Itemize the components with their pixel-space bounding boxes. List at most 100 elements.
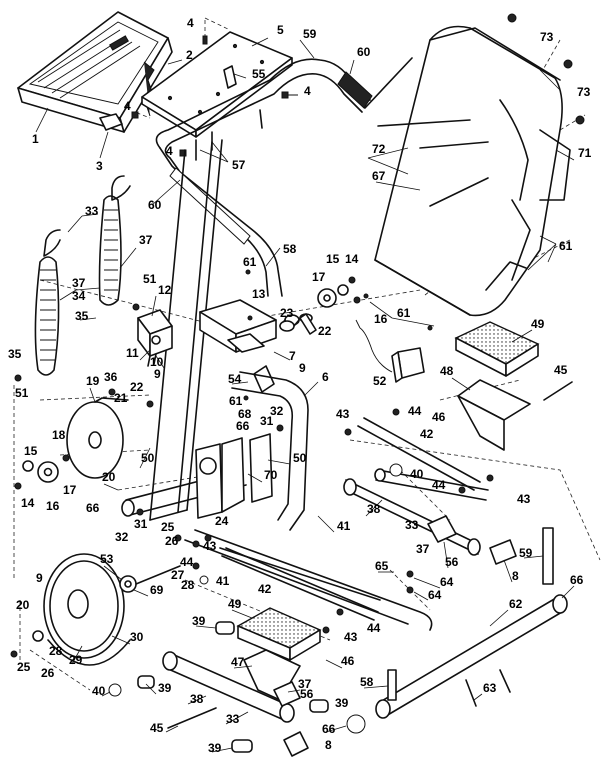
rear-stabilizer	[375, 594, 568, 719]
part-callout: 16	[46, 499, 60, 513]
part-callout: 44	[180, 555, 194, 569]
part-callout: 68	[238, 407, 252, 421]
part-callout: 39	[335, 696, 349, 710]
part-callout: 25	[161, 520, 175, 534]
part-callout: 61	[243, 255, 257, 269]
part-callout: 62	[509, 597, 523, 611]
hardware-top	[99, 35, 298, 157]
part-callout: 69	[150, 583, 164, 597]
pedal-left	[236, 607, 322, 701]
pedal-hinges	[273, 515, 457, 707]
part-callout: 50	[141, 451, 155, 465]
part-callout: 46	[341, 654, 355, 668]
part-callout: 70	[264, 468, 278, 482]
part-callout: 43	[336, 407, 350, 421]
part-callout: 4	[166, 144, 173, 158]
bolt-45-top	[543, 381, 573, 401]
washers-bottom-left	[10, 630, 122, 697]
part-callout: 17	[312, 270, 326, 284]
connecting-rods	[221, 417, 481, 621]
part-callout: 33	[85, 204, 99, 218]
part-callout: 12	[158, 283, 172, 297]
part-callout: 5	[277, 23, 284, 37]
part-callout: 4	[187, 16, 194, 30]
rear-shroud	[374, 25, 571, 317]
part-callout: 34	[72, 289, 86, 303]
part-callout: 58	[360, 675, 374, 689]
bracket	[223, 65, 237, 89]
part-callout: 37	[298, 677, 312, 691]
part-callout: 61	[229, 394, 243, 408]
part-callout: 46	[432, 410, 446, 424]
drive-pulley	[43, 553, 181, 666]
part-callout: 39	[158, 681, 172, 695]
part-callout: 48	[440, 364, 454, 378]
part-callout: 37	[416, 542, 430, 556]
sprocket-17-left	[14, 454, 70, 490]
part-callout: 9	[299, 361, 306, 375]
part-callout: 43	[517, 492, 531, 506]
part-callout: 72	[372, 142, 386, 156]
part-callout: 38	[367, 502, 381, 516]
part-callout: 26	[41, 666, 55, 680]
front-curved-tube	[231, 371, 309, 531]
part-callout: 56	[300, 687, 314, 701]
part-callout: 41	[337, 519, 351, 533]
pedal-right	[454, 321, 540, 451]
part-callout: 35	[75, 309, 89, 323]
part-callout: 18	[52, 428, 66, 442]
part-callout: 4	[124, 99, 131, 113]
part-callout: 42	[258, 582, 272, 596]
part-callout: 42	[420, 427, 434, 441]
part-callout: 57	[232, 158, 246, 172]
part-callout: 32	[270, 404, 284, 418]
part-callout: 64	[428, 588, 442, 602]
part-callout: 60	[357, 45, 371, 59]
part-callout: 8	[512, 569, 519, 583]
part-callout: 31	[134, 517, 148, 531]
part-callout: 32	[115, 530, 129, 544]
part-callout: 49	[228, 597, 242, 611]
part-callout: 14	[21, 496, 35, 510]
part-callout: 66	[570, 573, 584, 587]
nuts-73	[507, 13, 585, 125]
part-callout: 36	[104, 370, 118, 384]
part-callout: 25	[17, 660, 31, 674]
part-callout: 73	[577, 85, 591, 99]
bolt-45-bottom	[167, 707, 217, 729]
power-adapter	[355, 319, 425, 383]
frame-bracket	[195, 433, 273, 519]
part-callout: 56	[445, 555, 459, 569]
part-callout: 9	[36, 571, 43, 585]
part-callout: 65	[375, 559, 389, 573]
part-callout: 15	[326, 252, 340, 266]
part-callout: 58	[283, 242, 297, 256]
part-callout: 44	[432, 478, 446, 492]
part-callout: 21	[114, 391, 128, 405]
part-callout: 61	[397, 306, 411, 320]
part-callout: 27	[171, 568, 185, 582]
stand-posts	[387, 527, 554, 701]
part-callout: 64	[440, 575, 454, 589]
part-callout: 37	[139, 233, 153, 247]
part-callout: 59	[303, 27, 317, 41]
part-callout: 55	[252, 67, 266, 81]
part-callout: 53	[100, 552, 114, 566]
upper-sprocket	[317, 276, 361, 308]
part-callout: 47	[231, 655, 245, 669]
part-callout: 28	[181, 578, 195, 592]
part-callout: 14	[345, 252, 359, 266]
part-callout: 6	[322, 370, 329, 384]
part-callout: 45	[554, 363, 568, 377]
part-callout: 51	[143, 272, 157, 286]
part-callout: 67	[372, 169, 386, 183]
part-callout: 22	[130, 380, 144, 394]
part-callout: 35	[8, 347, 22, 361]
part-callout: 4	[304, 84, 311, 98]
part-callout: 10	[150, 355, 164, 369]
part-callout: 11	[126, 346, 139, 360]
part-callout: 20	[16, 598, 30, 612]
pulley-disk-19	[66, 397, 129, 479]
part-callout: 39	[192, 614, 206, 628]
